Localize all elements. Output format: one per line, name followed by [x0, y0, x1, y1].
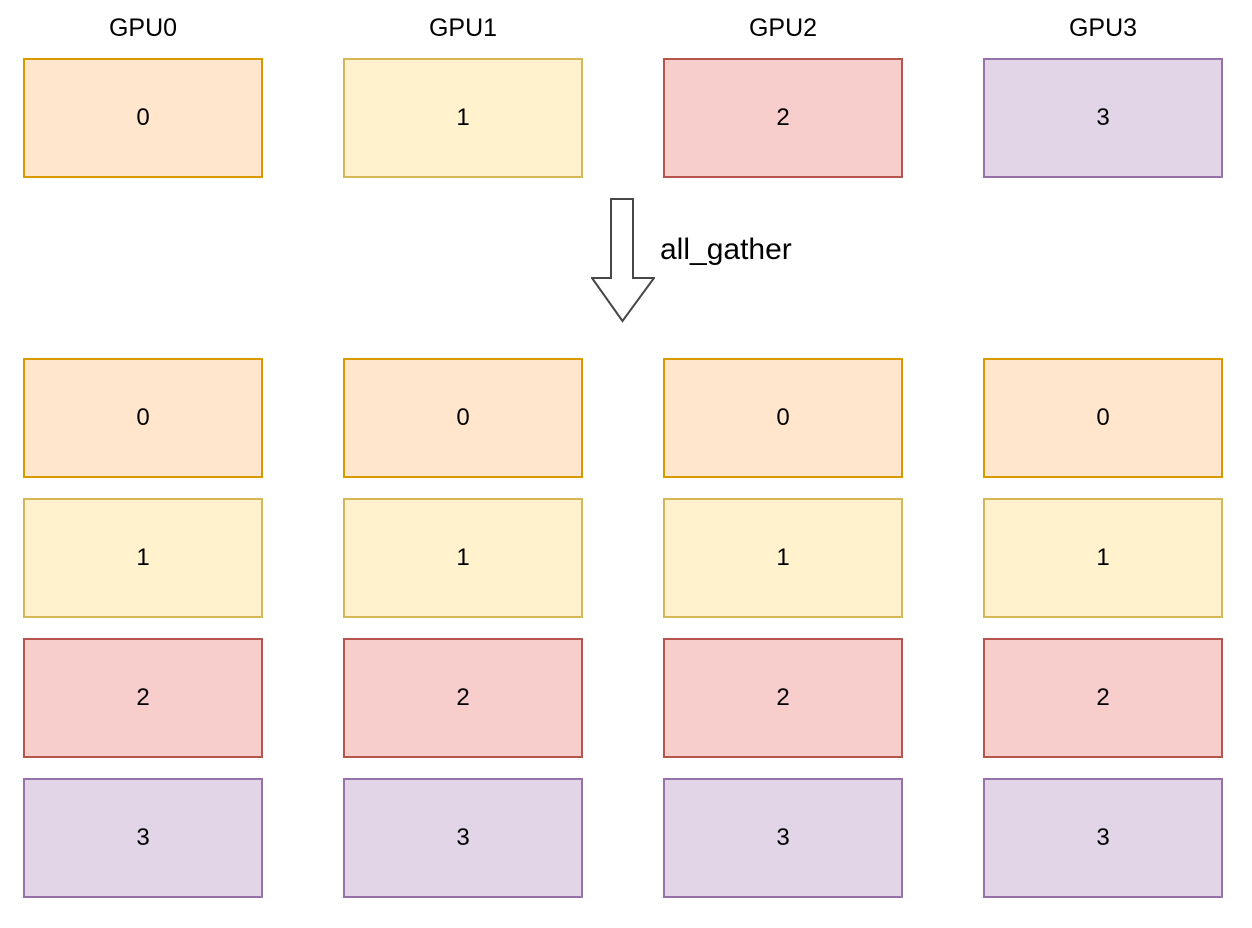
gpu1-input-shard: 1 — [343, 58, 583, 178]
gpu0-gathered-shard-3: 3 — [23, 778, 263, 898]
shard-value: 1 — [456, 544, 470, 571]
gpu0-input-shard: 0 — [23, 58, 263, 178]
gpu2-gathered-shard-0: 0 — [663, 358, 903, 478]
shard-value: 3 — [1096, 824, 1110, 851]
gpu1-gathered-shard-3: 3 — [343, 778, 583, 898]
gpu1-gathered-shard-2: 2 — [343, 638, 583, 758]
gpu3-gathered-shard-1: 1 — [983, 498, 1223, 618]
gpu0-gathered-shard-0: 0 — [23, 358, 263, 478]
gpu1-gathered-shard-0: 0 — [343, 358, 583, 478]
shard-value: 1 — [776, 544, 790, 571]
shard-value: 0 — [136, 404, 150, 431]
gpu0-gathered-shard-1: 1 — [23, 498, 263, 618]
shard-value: 0 — [1096, 404, 1110, 431]
gpu3-gathered-shard-0: 0 — [983, 358, 1223, 478]
shard-value: 2 — [456, 684, 470, 711]
gpu3-label: GPU3 — [1068, 14, 1138, 42]
shard-value: 2 — [1096, 684, 1110, 711]
gpu1-gathered-shard-1: 1 — [343, 498, 583, 618]
shard-value: 3 — [136, 824, 150, 851]
gpu3-input-shard: 3 — [983, 58, 1223, 178]
gpu2-gathered-shard-2: 2 — [663, 638, 903, 758]
gpu0-label: GPU0 — [108, 14, 178, 42]
shard-value: 1 — [456, 104, 470, 131]
gpu2-label: GPU2 — [748, 14, 818, 42]
shard-value: 0 — [776, 404, 790, 431]
shard-value: 3 — [776, 824, 790, 851]
shard-value: 3 — [456, 824, 470, 851]
shard-value: 2 — [776, 684, 790, 711]
shard-value: 0 — [136, 104, 150, 131]
gpu2-input-shard: 2 — [663, 58, 903, 178]
gpu1-label: GPU1 — [428, 14, 498, 42]
gpu3-gathered-shard-3: 3 — [983, 778, 1223, 898]
shard-value: 1 — [1096, 544, 1110, 571]
shard-value: 2 — [136, 684, 150, 711]
down-arrow-icon — [591, 198, 655, 323]
shard-value: 0 — [456, 404, 470, 431]
gpu0-gathered-shard-2: 2 — [23, 638, 263, 758]
gpu2-gathered-shard-1: 1 — [663, 498, 903, 618]
operation-label: all_gather — [660, 233, 792, 266]
gpu3-gathered-shard-2: 2 — [983, 638, 1223, 758]
shard-value: 1 — [136, 544, 150, 571]
gpu2-gathered-shard-3: 3 — [663, 778, 903, 898]
shard-value: 2 — [776, 104, 790, 131]
shard-value: 3 — [1096, 104, 1110, 131]
